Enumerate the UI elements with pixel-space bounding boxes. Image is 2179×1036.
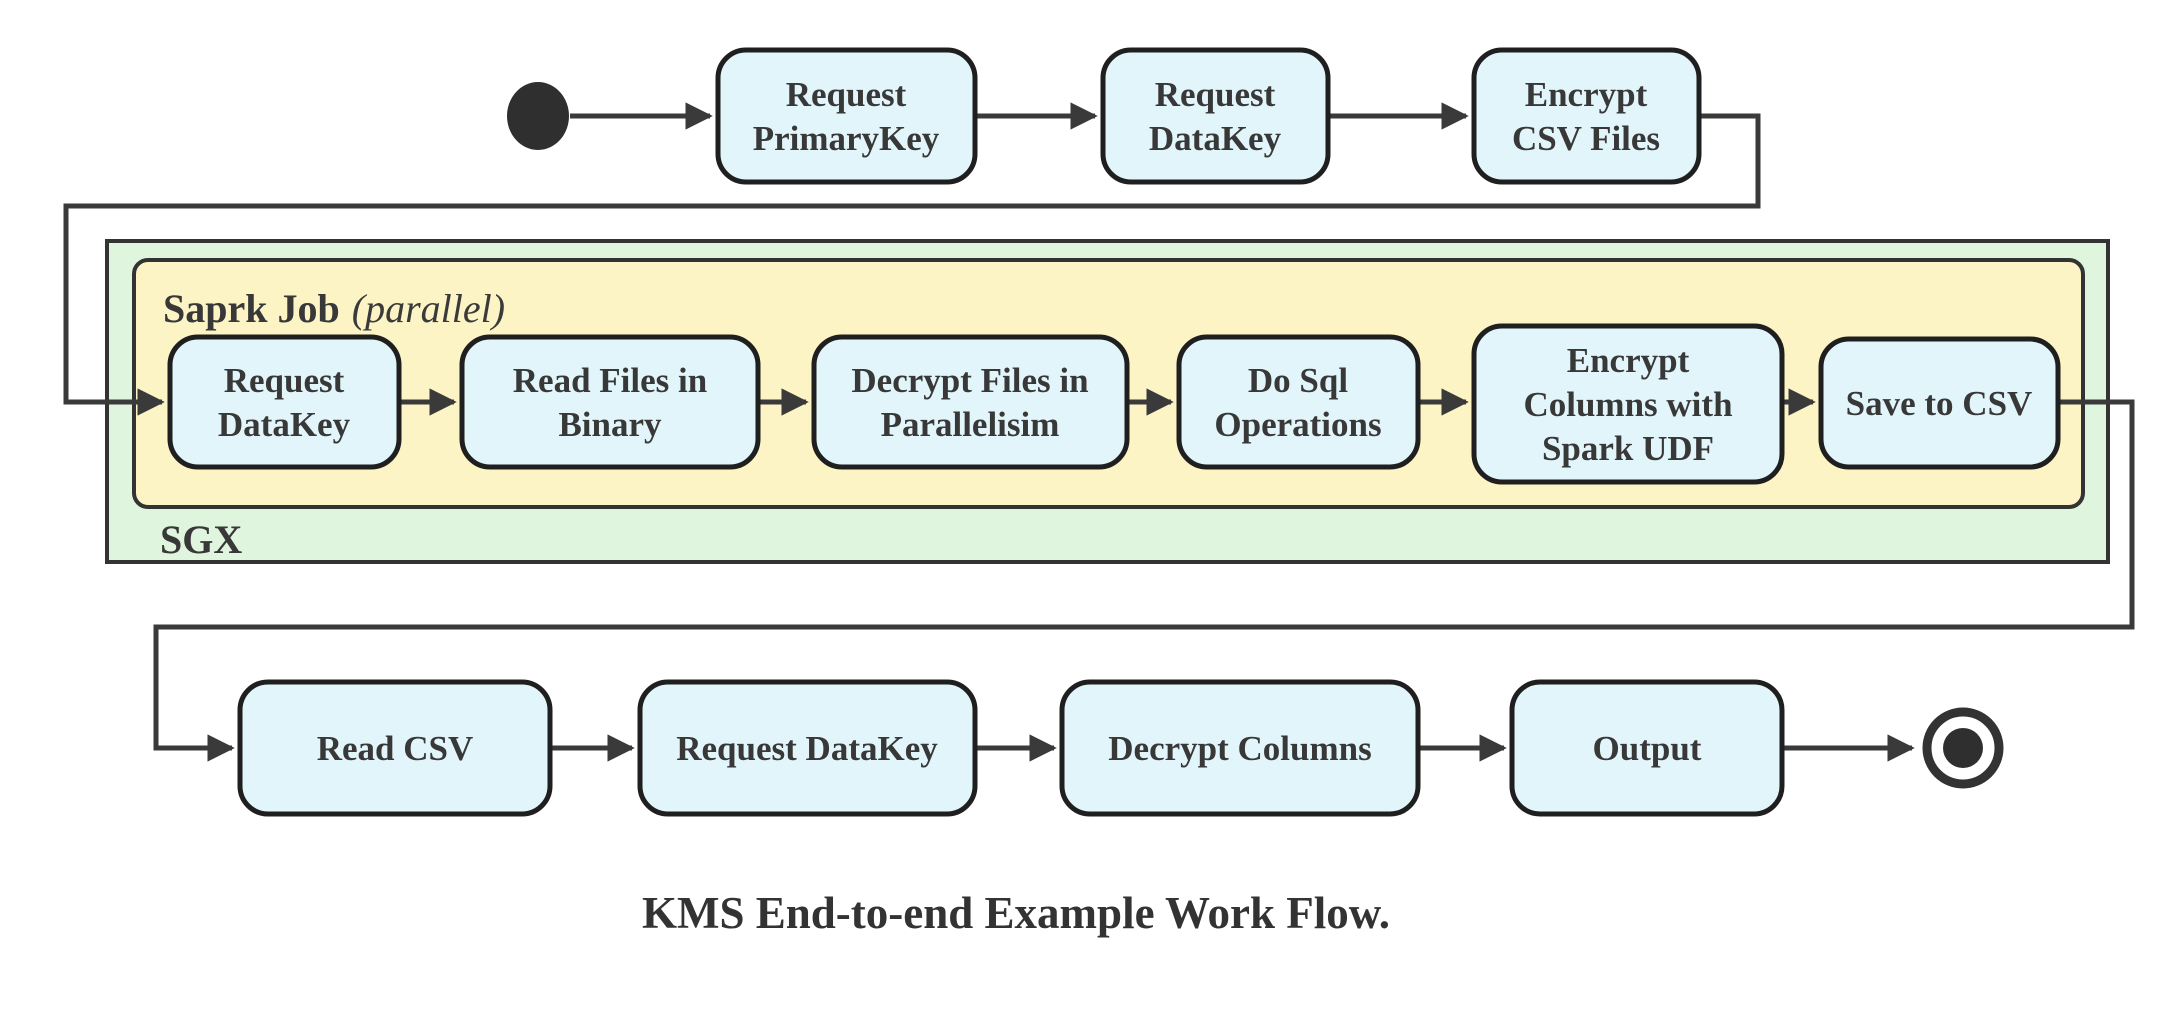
node-read-files-in-binary-label-2: Binary: [558, 405, 662, 444]
edge-save-to-csv-to-read-csv: [153, 399, 2135, 762]
node-read-files-in-binary-label-1: Read Files in: [513, 361, 707, 400]
diagram-caption: KMS End-to-end Example Work Flow.: [642, 888, 1390, 938]
final-state-dot: [1943, 728, 1983, 768]
node-decrypt-files-in-parallelisim-label-2: Parallelisim: [881, 405, 1060, 444]
node-request-primarykey-label-1: Request: [786, 75, 907, 114]
node-read-csv-label: Read CSV: [317, 729, 474, 768]
spark-job-title: Saprk Job: [163, 286, 340, 331]
node-request-primarykey-box: [715, 47, 978, 185]
node-encrypt-csv-files-label-1: Encrypt: [1525, 75, 1648, 114]
node-read-files-in-binary-box: [459, 334, 761, 470]
initial-state-node: [507, 82, 569, 150]
node-request-datakey-top-label-1: Request: [1155, 75, 1276, 114]
node-request-datakey-sgx-box: [167, 334, 402, 470]
node-request-datakey-sgx-label-2: DataKey: [218, 405, 351, 444]
node-do-sql-operations-box: [1176, 334, 1421, 470]
node-encrypt-columns-with-spark-udf-label-1: Encrypt: [1567, 341, 1690, 380]
node-save-to-csv: Save to CSV: [1818, 336, 2061, 470]
node-decrypt-columns-label: Decrypt Columns: [1108, 729, 1371, 768]
node-request-datakey-top: Request DataKey: [1100, 47, 1331, 185]
node-decrypt-files-in-parallelisim: Decrypt Files in Parallelisim: [811, 334, 1130, 470]
node-encrypt-columns-with-spark-udf-box: [1471, 323, 1785, 485]
node-encrypt-csv-files: Encrypt CSV Files: [1471, 47, 1702, 185]
node-decrypt-columns-box: [1059, 679, 1421, 817]
node-request-datakey-sgx-label-1: Request: [224, 361, 345, 400]
node-encrypt-columns-with-spark-udf-label-2: Columns with: [1523, 385, 1732, 424]
node-encrypt-columns-with-spark-udf-label-3: Spark UDF: [1542, 429, 1714, 468]
node-read-csv: Read CSV: [237, 679, 553, 817]
node-read-files-in-binary: Read Files in Binary: [459, 334, 761, 470]
node-encrypt-columns-with-spark-udf: Encrypt Columns with Spark UDF: [1471, 323, 1785, 485]
node-encrypt-csv-files-label-2: CSV Files: [1512, 119, 1660, 158]
node-output-label: Output: [1593, 729, 1702, 768]
node-request-primarykey-label-2: PrimaryKey: [753, 119, 940, 158]
spark-job-container-label: Saprk Job (parallel): [163, 286, 505, 331]
node-encrypt-csv-files-box: [1471, 47, 1702, 185]
node-save-to-csv-box: [1818, 336, 2061, 470]
node-do-sql-operations-label-1: Do Sql: [1248, 361, 1348, 400]
node-do-sql-operations: Do Sql Operations: [1176, 334, 1421, 470]
node-request-datakey-sgx: Request DataKey: [167, 334, 402, 470]
node-request-datakey-top-label-2: DataKey: [1149, 119, 1282, 158]
node-do-sql-operations-label-2: Operations: [1214, 405, 1381, 444]
node-output-box: [1509, 679, 1785, 817]
edge-encrypt-csv-files-to-sgx-request-datakey: [63, 113, 1761, 416]
node-decrypt-files-in-parallelisim-box: [811, 334, 1130, 470]
node-decrypt-columns: Decrypt Columns: [1059, 679, 1421, 817]
node-save-to-csv-label: Save to CSV: [1846, 384, 2033, 423]
sgx-container-label: SGX: [160, 517, 242, 562]
node-read-csv-box: [237, 679, 553, 817]
node-request-datakey-output: Request DataKey: [637, 679, 978, 817]
node-request-primarykey: Request PrimaryKey: [715, 47, 978, 185]
spark-job-parallel-note: (parallel): [352, 286, 505, 331]
final-state-node: [1922, 707, 2004, 789]
node-request-datakey-output-box: [637, 679, 978, 817]
node-decrypt-files-in-parallelisim-label-1: Decrypt Files in: [851, 361, 1088, 400]
node-request-datakey-top-box: [1100, 47, 1331, 185]
node-output: Output: [1509, 679, 1785, 817]
node-request-datakey-output-label: Request DataKey: [676, 729, 938, 768]
